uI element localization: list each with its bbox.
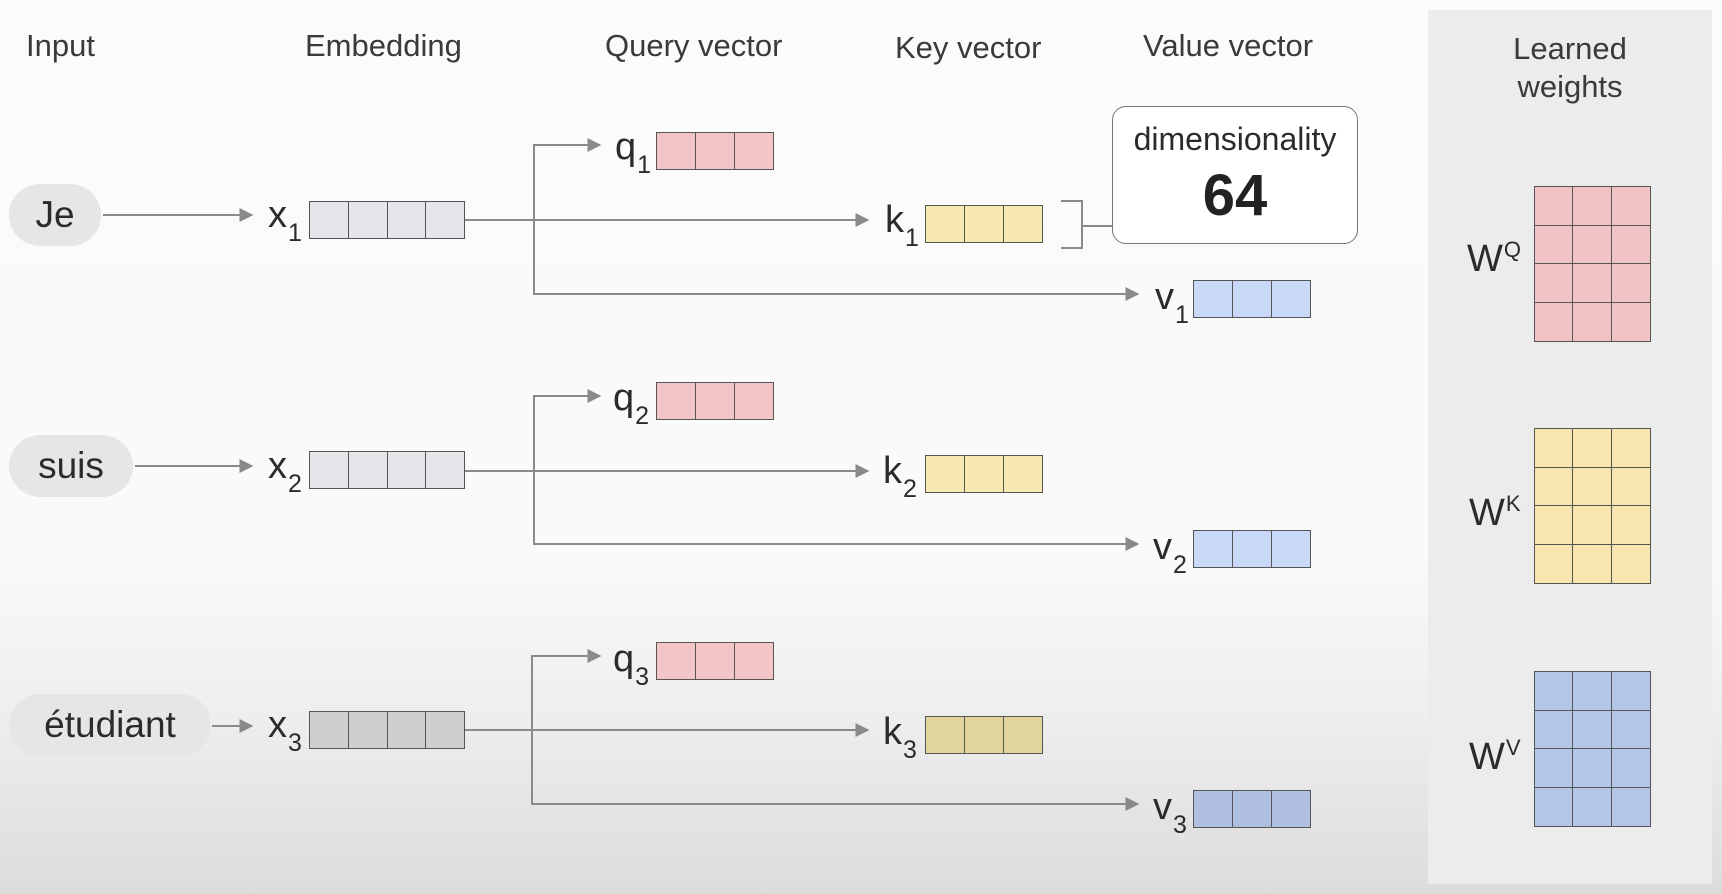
q2-label: q2 — [613, 377, 650, 430]
x3-label: x3 — [268, 704, 302, 757]
callout-bracket — [1061, 200, 1083, 249]
line-x3-to-v3 — [531, 730, 1140, 811]
x2-label: x2 — [268, 445, 302, 498]
token-pill-suis: suis — [9, 435, 133, 497]
key-vector-k3 — [925, 716, 1043, 754]
wv-matrix — [1534, 671, 1651, 827]
learned-weights-title-line1: Learned — [1513, 31, 1627, 66]
query-vector-q2 — [656, 382, 774, 420]
v2-label: v2 — [1153, 526, 1187, 579]
wv-label: WV — [1469, 735, 1521, 778]
wq-matrix — [1534, 186, 1651, 342]
line-x2-to-q2 — [533, 389, 602, 471]
k3-label: k3 — [883, 711, 917, 764]
embedding-vector-x2 — [309, 451, 465, 489]
header-query-vector: Query vector — [605, 28, 783, 63]
header-value-vector: Value vector — [1143, 28, 1314, 63]
k2-label: k2 — [883, 450, 917, 503]
value-vector-v1 — [1193, 280, 1311, 318]
key-vector-k2 — [925, 455, 1043, 493]
dimensionality-label: dimensionality — [1133, 121, 1337, 157]
embedding-vector-x3 — [309, 711, 465, 749]
header-input: Input — [26, 28, 95, 63]
q1-label: q1 — [615, 126, 652, 179]
value-vector-v3 — [1193, 790, 1311, 828]
wk-matrix — [1534, 428, 1651, 584]
learned-weights-title-line2: weights — [1517, 69, 1623, 104]
v1-label: v1 — [1155, 276, 1189, 329]
query-vector-q3 — [656, 642, 774, 680]
embedding-vector-x1 — [309, 201, 465, 239]
wk-label: WK — [1469, 491, 1521, 534]
v3-label: v3 — [1153, 786, 1187, 839]
x1-label: x1 — [268, 194, 302, 247]
learned-weights-title: Learned weights — [1428, 30, 1712, 106]
line-x3-to-q3 — [531, 649, 602, 730]
dimensionality-callout: dimensionality 64 — [1112, 106, 1358, 244]
dimensionality-value: 64 — [1202, 163, 1268, 228]
query-vector-q1 — [656, 132, 774, 170]
k1-label: k1 — [885, 199, 919, 252]
header-key-vector: Key vector — [895, 30, 1042, 65]
value-vector-v2 — [1193, 530, 1311, 568]
token-pill-je: Je — [9, 184, 101, 246]
line-x1-to-q1 — [533, 138, 602, 220]
line-x2-to-v2 — [533, 471, 1140, 551]
header-embedding: Embedding — [305, 28, 462, 63]
wq-label: WQ — [1467, 237, 1521, 280]
q3-label: q3 — [613, 638, 650, 691]
line-x1-to-v1 — [533, 220, 1140, 301]
key-vector-k1 — [925, 205, 1043, 243]
token-pill-etudiant: étudiant — [9, 694, 211, 756]
